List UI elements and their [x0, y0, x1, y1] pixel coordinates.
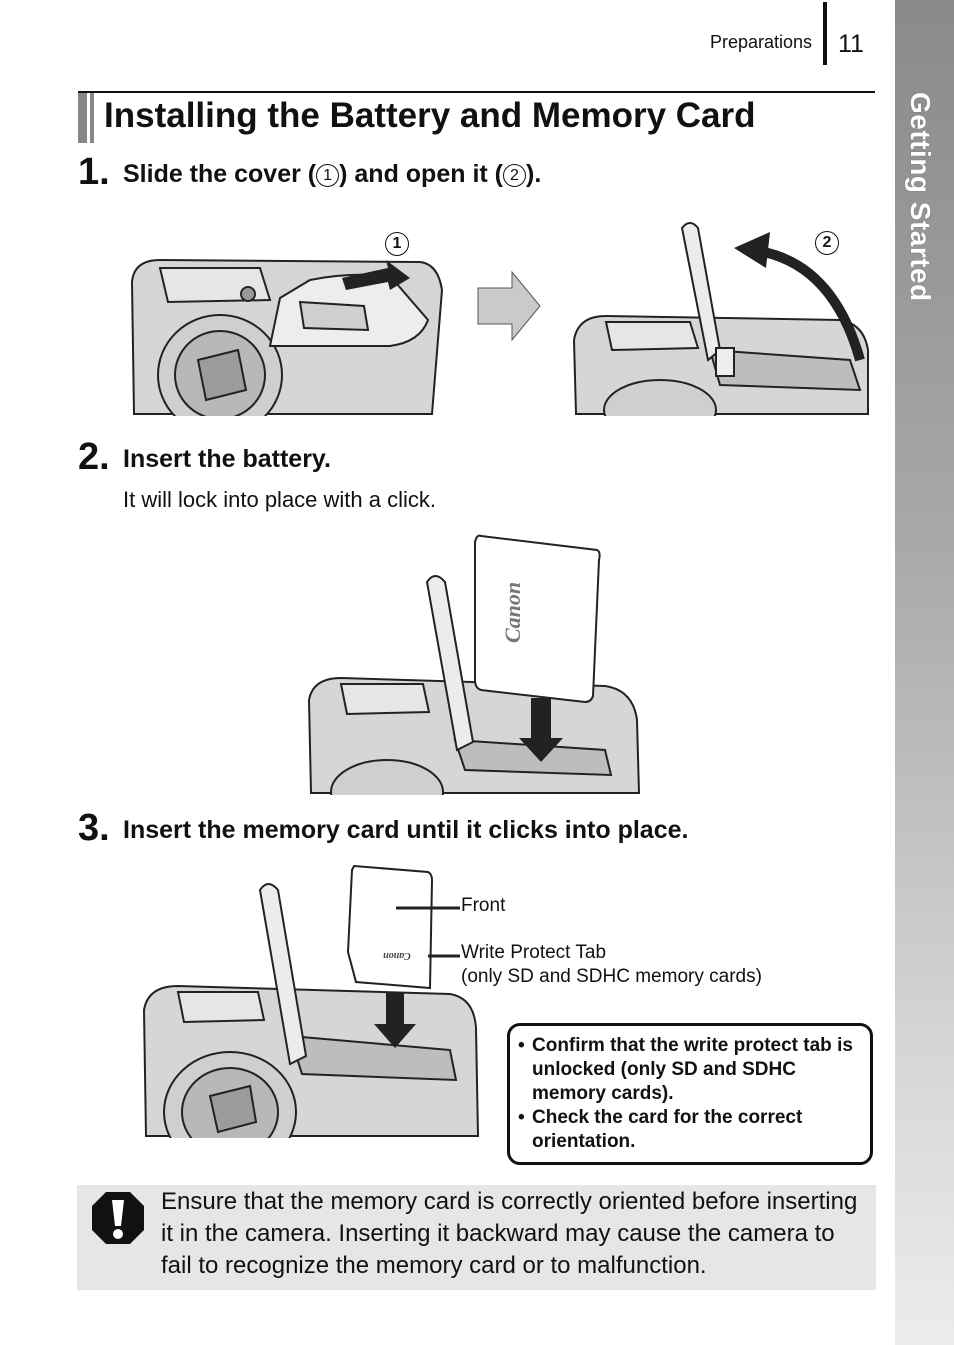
- insert-arrow-icon: [374, 992, 416, 1048]
- card-brand-logo: Canon: [383, 950, 411, 961]
- notice-callout: • Confirm that the write protect tab is …: [507, 1023, 873, 1165]
- header-divider: [823, 2, 827, 65]
- step-2-text: Insert the battery.: [123, 445, 331, 473]
- label-write-protect-note: (only SD and SDHC memory cards): [461, 966, 762, 987]
- opened-cover: [258, 883, 308, 1066]
- figure-marker-1-icon: 1: [385, 232, 409, 256]
- figure-open-cover: [130, 222, 869, 416]
- battery-brand-logo: Canon: [500, 581, 525, 643]
- label-front: Front: [461, 895, 506, 916]
- chapter-side-tab-label: Getting Started: [905, 92, 936, 302]
- caution-text: Ensure that the memory card is correctly…: [161, 1188, 858, 1279]
- opened-cover: [425, 575, 475, 752]
- page-number: 11: [838, 30, 864, 58]
- step-2-detail: It will lock into place with a click.: [123, 487, 436, 512]
- slide-arrow-icon: [342, 260, 410, 290]
- section-label: Preparations: [709, 32, 812, 52]
- step-1-text: Slide the cover (1) and open it (2).: [123, 160, 542, 188]
- marker-1-icon: 1: [316, 164, 340, 187]
- title-accent-bar-thin: [90, 93, 94, 143]
- caution-box: [77, 1185, 876, 1290]
- callout-item: • Confirm that the write protect tab is …: [518, 1035, 853, 1104]
- step-1-number: 1.: [78, 151, 110, 193]
- figure-insert-battery: [307, 534, 641, 795]
- page-title: Installing the Battery and Memory Card: [104, 96, 756, 135]
- open-arrow-icon: [751, 245, 865, 362]
- callout-item: • Check the card for the correct orienta…: [518, 1107, 803, 1152]
- figure-marker-2-icon: 2: [815, 231, 839, 255]
- memory-card: [346, 864, 434, 990]
- transition-arrow-icon: [477, 270, 541, 342]
- marker-2-icon: 2: [503, 164, 526, 187]
- opened-cover: [680, 222, 722, 362]
- caution-icon: [92, 1192, 144, 1244]
- step-3-text: Insert the memory card until it clicks i…: [123, 816, 689, 844]
- chapter-side-tab: [895, 0, 954, 1345]
- title-accent-bar: [78, 93, 87, 143]
- insert-arrow-icon: [519, 698, 563, 762]
- step-2-number: 2.: [78, 436, 110, 478]
- battery-pack: [474, 534, 601, 704]
- figure-insert-memory-card: [142, 864, 480, 1138]
- step-3-number: 3.: [78, 807, 110, 849]
- title-rule: [78, 91, 875, 93]
- label-write-protect-tab: Write Protect Tab: [461, 942, 607, 963]
